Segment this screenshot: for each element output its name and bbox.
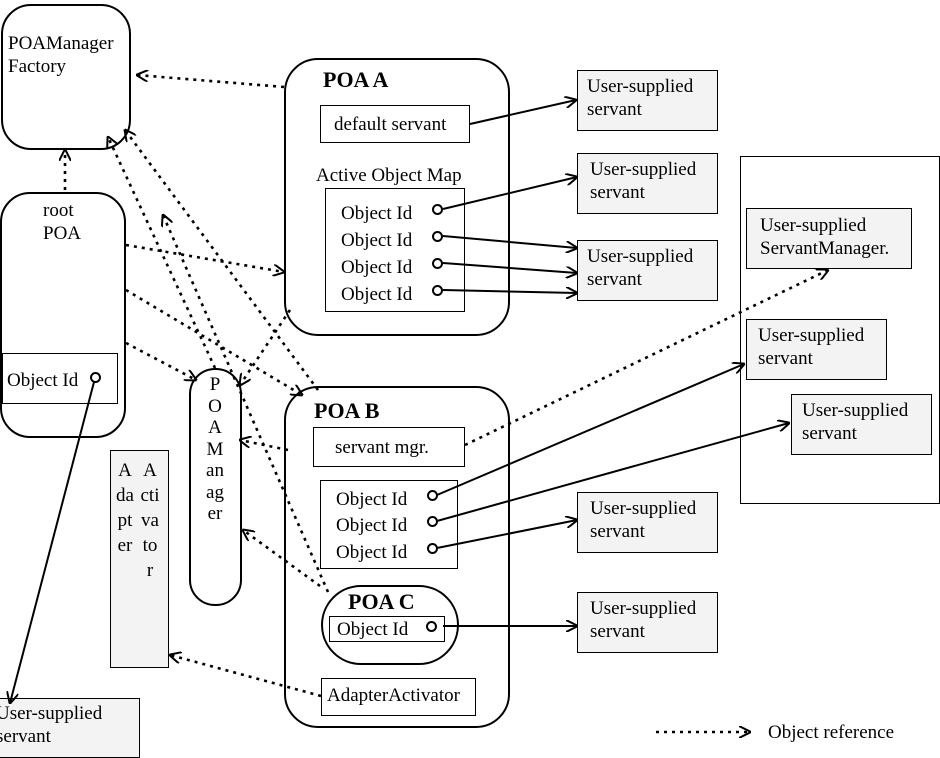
user-servant-4-label: User-supplied servant [758, 325, 865, 369]
poa-a-object-id-4: Object Id [341, 284, 413, 305]
user-servant-8-label: User-supplied servant [0, 703, 103, 747]
user-servant-6-label: User-supplied servant [590, 498, 697, 542]
link-root-oid [10, 381, 95, 703]
user-servant-5-label: User-supplied servant [802, 400, 909, 444]
poa-manager-vertical-label: POAManager [206, 374, 224, 524]
ref-poa-a-to-factory [137, 75, 285, 89]
user-servant-4 [746, 319, 887, 380]
servant-manager [313, 427, 465, 467]
poa-b-object-id-3: Object Id [336, 542, 408, 563]
poa-manager [189, 368, 242, 606]
poa-a-title: POA A [323, 67, 389, 92]
default-servant-label: default servant [334, 114, 447, 135]
user-servant-3 [577, 240, 718, 301]
legend-label: Object reference [768, 722, 895, 743]
object-id-port-icon [432, 231, 443, 242]
poa-a-object-id-1: Object Id [341, 203, 413, 224]
active-object-map-label: Active Object Map [316, 165, 462, 186]
user-servant-2 [577, 153, 718, 214]
poa-c-object-id-label: Object Id [337, 619, 409, 640]
object-id-port-icon [432, 285, 443, 296]
servant-manager-label: servant mgr. [335, 437, 429, 458]
link-poa-b-oid-2 [436, 423, 789, 522]
user-servant-7-label: User-supplied servant [590, 598, 697, 642]
link-poa-a-oid-1 [442, 177, 577, 210]
adapter-activator-vertical-label-2: Activator [140, 460, 160, 581]
user-servant-5 [791, 394, 932, 455]
poa-a-object-id-3: Object Id [341, 257, 413, 278]
poa-b-object-id-2: Object Id [336, 515, 408, 536]
ref-poa-manager-to-factory [108, 137, 217, 369]
link-poa-a-oid-2 [442, 235, 577, 248]
root-poa-label: root POA [43, 200, 82, 244]
poa-manager-factory [1, 4, 131, 150]
object-id-port-icon [432, 204, 443, 215]
user-servant-2-label: User-supplied servant [590, 159, 697, 203]
ref-poa-c-to-factory [163, 215, 330, 593]
ref-poa-b-to-factory [125, 130, 320, 391]
object-id-port-icon [427, 516, 438, 527]
poa-b-adapter-activator-label: AdapterActivator [327, 685, 460, 706]
adapter-activator-left [110, 450, 169, 668]
poa-b-object-id-1: Object Id [336, 489, 408, 510]
link-poa-a-oid-4 [442, 290, 577, 293]
user-servant-3-label: User-supplied servant [587, 246, 694, 290]
link-poa-b-oid-3 [436, 520, 577, 549]
object-id-port-icon [427, 490, 438, 501]
poa-b-title: POA B [314, 398, 380, 423]
ref-servant-mgr-to-user-servant-manager [464, 270, 828, 447]
adapter-activator-vertical-label-1: Adapter [116, 460, 134, 556]
user-servant-manager-label: User-supplied ServantManager. [760, 215, 890, 259]
root-poa-object-id-label: Object Id [7, 370, 79, 391]
poa-c-title: POA C [348, 589, 415, 614]
poa-c-object-id [329, 616, 445, 642]
object-id-port-icon [432, 258, 443, 269]
user-servant-1-label: User-supplied servant [587, 76, 694, 120]
ref-root-to-poa-manager [125, 341, 196, 380]
object-id-port-icon [426, 621, 437, 632]
ref-adapter-activator-to-left [170, 655, 322, 698]
link-poa-a-oid-3 [442, 262, 577, 273]
ref-root-to-poa-a [125, 243, 284, 272]
object-id-port-icon [427, 543, 438, 554]
user-servant-1 [577, 70, 718, 131]
ref-root-to-poa-b [125, 288, 302, 395]
object-id-port-icon [90, 372, 101, 383]
user-servant-manager [746, 208, 912, 269]
poa-b-adapter-activator [321, 678, 476, 716]
default-servant [320, 105, 470, 143]
poa-a-object-id-2: Object Id [341, 230, 413, 251]
ref-poa-c-to-poa-manager [243, 530, 321, 588]
poa-manager-factory-label: POAManager Factory [8, 33, 114, 77]
link-poa-b-oid-1 [436, 364, 744, 496]
link-default-servant [469, 100, 576, 125]
